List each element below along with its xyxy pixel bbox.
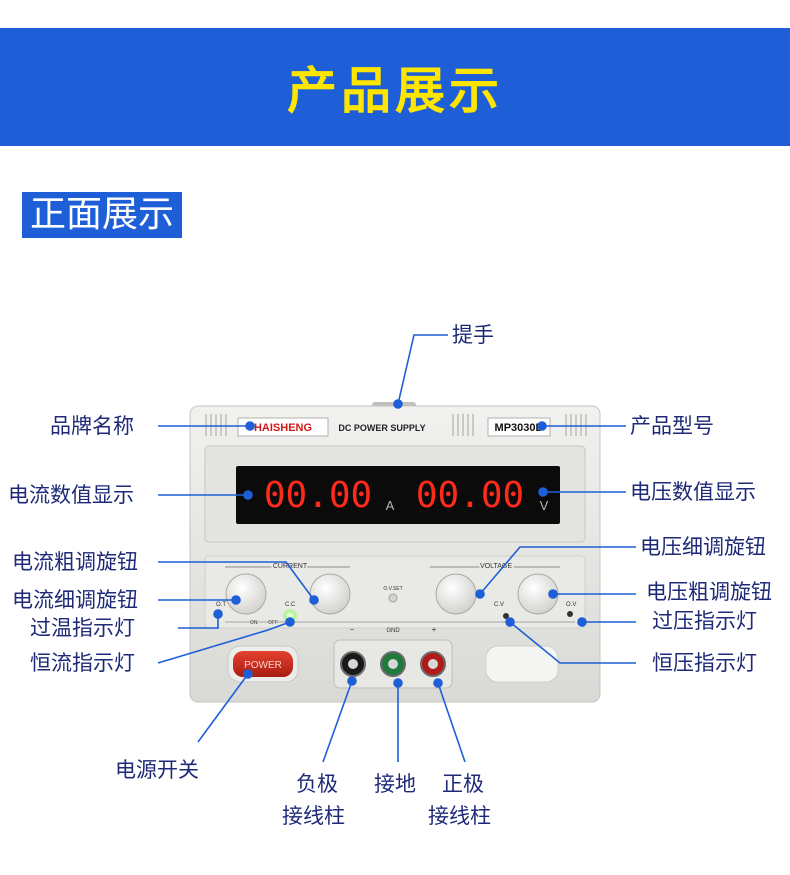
voltage-group-label: VOLTAGE xyxy=(480,563,512,570)
label-constant-current: 恒流指示灯 xyxy=(30,651,135,675)
voltage-fine-knob[interactable] xyxy=(435,573,477,615)
label-negative-line2: 接线柱 xyxy=(282,804,345,828)
cc-label: C.C xyxy=(285,602,296,608)
display-window xyxy=(236,466,560,524)
vent-left xyxy=(205,414,227,436)
blank-cover xyxy=(485,645,559,683)
label-handle: 提手 xyxy=(452,323,494,347)
current-unit: A xyxy=(386,498,395,513)
banner-title: 产品展示 xyxy=(287,62,503,120)
constant-voltage-led xyxy=(503,613,509,619)
plus-label: + xyxy=(432,625,437,634)
vent-center xyxy=(452,414,474,436)
ov-label: O.V xyxy=(566,602,576,608)
voltage-coarse-knob[interactable] xyxy=(517,573,559,615)
label-positive-line1: 正极 xyxy=(442,772,484,796)
brand-plate xyxy=(237,417,329,437)
current-fine-knob[interactable] xyxy=(225,573,267,615)
callout-lines xyxy=(157,334,636,763)
cv-label: C.V xyxy=(494,602,504,608)
current-coarse-knob[interactable] xyxy=(309,573,351,615)
control-panel xyxy=(204,555,586,629)
label-current-display: 电流数值显示 xyxy=(8,483,134,507)
label-voltage-coarse: 电压粗调旋钮 xyxy=(646,580,772,604)
label-over-voltage: 过压指示灯 xyxy=(652,609,757,633)
label-current-coarse: 电流粗调旋钮 xyxy=(12,550,138,574)
label-power-switch: 电源开关 xyxy=(115,758,199,782)
header-banner: 产品展示 xyxy=(0,28,790,146)
label-negative-line1: 负极 xyxy=(296,772,338,796)
label-model: 产品型号 xyxy=(630,414,714,438)
minus-label: − xyxy=(350,625,355,634)
ovset-label: O.V.SET xyxy=(383,586,402,592)
over-voltage-led xyxy=(567,611,573,617)
ot-label: O.T xyxy=(216,602,226,608)
model-plate xyxy=(487,417,551,437)
label-voltage-display: 电压数值显示 xyxy=(630,480,756,504)
constant-current-led xyxy=(286,612,294,620)
power-label: POWER xyxy=(244,660,282,671)
section-title: 正面展示 xyxy=(22,192,183,238)
on-label: ON xyxy=(250,620,258,626)
current-group-label: CURRENT xyxy=(273,563,308,570)
voltage-unit: V xyxy=(540,498,549,513)
voltage-display: 00.00 xyxy=(416,475,524,516)
brand-name: HAISHENG xyxy=(254,422,312,434)
label-current-fine: 电流细调旋钮 xyxy=(12,588,138,612)
label-brand: 品牌名称 xyxy=(50,414,134,438)
label-positive-line2: 接线柱 xyxy=(428,804,491,828)
label-ground: 接地 xyxy=(374,772,416,796)
model-number: MP3030D xyxy=(495,422,544,434)
label-constant-voltage: 恒压指示灯 xyxy=(652,651,757,675)
label-voltage-fine: 电压细调旋钮 xyxy=(640,535,766,559)
current-display: 00.00 xyxy=(264,475,372,516)
device-subtitle: DC POWER SUPPLY xyxy=(338,423,425,433)
label-over-temp: 过温指示灯 xyxy=(30,616,135,640)
ov-set-button[interactable] xyxy=(388,593,398,603)
off-label: OFF xyxy=(268,620,278,626)
over-temp-led xyxy=(216,611,222,617)
vent-right xyxy=(565,414,587,436)
gnd-label: GND xyxy=(386,628,400,634)
